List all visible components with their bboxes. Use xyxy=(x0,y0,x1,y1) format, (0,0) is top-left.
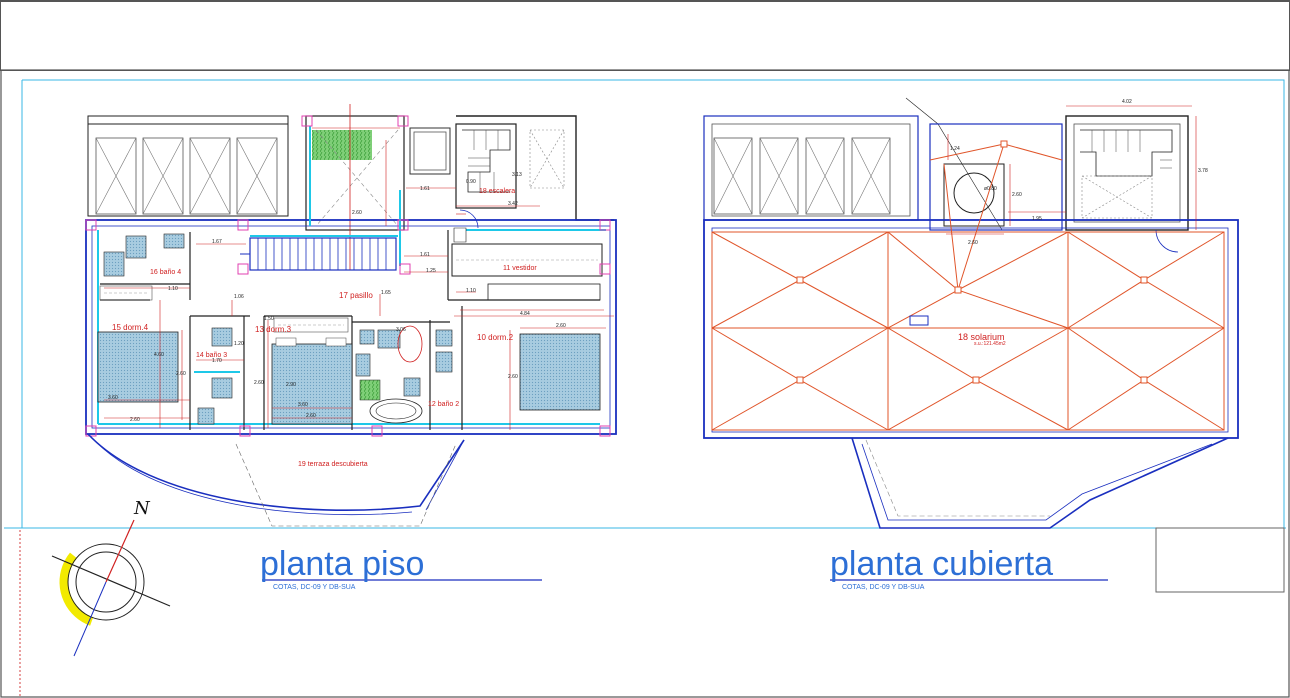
label-dorm3: 13 dorm.3 xyxy=(255,325,292,334)
svg-text:1.95: 1.95 xyxy=(1032,216,1042,222)
floor-plan xyxy=(85,104,617,527)
svg-text:0.90: 0.90 xyxy=(466,179,476,185)
svg-text:2.60: 2.60 xyxy=(176,371,186,377)
svg-text:1.70: 1.70 xyxy=(212,358,222,364)
roof-drains xyxy=(796,140,1148,384)
label-pasillo: 17 pasillo xyxy=(339,291,373,300)
svg-text:4.84: 4.84 xyxy=(520,311,530,317)
label-bano2: 12 baño 2 xyxy=(428,401,459,408)
bed-dorm3 xyxy=(271,343,353,425)
label-area: s.u.:121.45m2 xyxy=(974,341,1006,347)
bed-dorm4 xyxy=(97,331,179,403)
roof-solar-panels xyxy=(703,115,919,221)
roof-plan xyxy=(703,97,1239,529)
terrace xyxy=(87,433,465,527)
floor-dim-labels: 1.61 0.90 3.13 2.60 3.42 1.67 1.61 1.25 … xyxy=(108,172,566,423)
svg-text:1.24: 1.24 xyxy=(950,146,960,152)
label-vestidor: 11 vestidor xyxy=(503,265,537,272)
roof-dimension-lines xyxy=(946,105,1197,235)
svg-text:2.60: 2.60 xyxy=(508,374,518,380)
svg-text:1.61: 1.61 xyxy=(420,186,430,192)
svg-text:2.60: 2.60 xyxy=(352,210,362,216)
roof-labels: 18 solarium s.u.:121.45m2 4.02 1.24 2.60… xyxy=(950,99,1208,347)
svg-text:2.90: 2.90 xyxy=(286,382,296,388)
compass-north-label: N xyxy=(134,498,150,519)
floor-plan-subtitle: COTAS, DC-09 Y DB-SUA xyxy=(273,584,356,591)
svg-text:1.50: 1.50 xyxy=(264,316,274,322)
svg-text:3.60: 3.60 xyxy=(298,402,308,408)
compass-icon xyxy=(51,519,171,657)
svg-text:3.06: 3.06 xyxy=(396,327,406,333)
header-bar xyxy=(0,0,1290,71)
svg-text:1.67: 1.67 xyxy=(212,239,222,245)
svg-text:3.60: 3.60 xyxy=(108,395,118,401)
bathroom-fixtures xyxy=(103,233,453,425)
svg-text:1.20: 1.20 xyxy=(234,341,244,347)
floor-plan-title: planta piso xyxy=(260,545,425,583)
svg-text:2.60: 2.60 xyxy=(556,323,566,329)
roof-plan-subtitle: COTAS, DC-09 Y DB-SUA xyxy=(842,584,925,591)
label-bano4: 16 baño 4 xyxy=(150,269,181,276)
label-solarium: 18 solarium xyxy=(958,332,1005,342)
svg-text:ø0.80: ø0.80 xyxy=(984,186,997,192)
svg-text:1.65: 1.65 xyxy=(381,290,391,296)
roof-terrace xyxy=(851,437,1229,529)
svg-text:4.60: 4.60 xyxy=(154,352,164,358)
svg-text:2.60: 2.60 xyxy=(306,413,316,419)
dimension-lines xyxy=(104,140,614,430)
svg-text:2.60: 2.60 xyxy=(1012,192,1022,198)
patio-garden xyxy=(312,130,372,160)
bed-dorm2 xyxy=(519,333,601,411)
svg-text:1.61: 1.61 xyxy=(420,252,430,258)
floor-room-labels: 18 escalera 16 baño 4 11 vestidor 17 pas… xyxy=(112,188,537,468)
roof-slopes xyxy=(711,143,1225,431)
svg-text:1.06: 1.06 xyxy=(234,294,244,300)
label-terraza: 19 terraza descubierta xyxy=(298,461,368,468)
label-dorm2: 10 dorm.2 xyxy=(477,333,514,342)
svg-text:2.60: 2.60 xyxy=(968,240,978,246)
interior-stair xyxy=(240,237,397,271)
svg-text:3.13: 3.13 xyxy=(512,172,522,178)
svg-text:1.25: 1.25 xyxy=(426,268,436,274)
svg-text:3.42: 3.42 xyxy=(508,201,518,207)
svg-text:2.60: 2.60 xyxy=(254,380,264,386)
roof-plan-title: planta cubierta xyxy=(830,545,1054,583)
svg-text:2.60: 2.60 xyxy=(130,417,140,423)
floor-solar-panels xyxy=(87,115,289,217)
label-escalera: 18 escalera xyxy=(479,188,515,195)
svg-text:3.78: 3.78 xyxy=(1198,168,1208,174)
svg-text:1.10: 1.10 xyxy=(168,286,178,292)
label-bano3: 14 baño 3 xyxy=(196,352,227,359)
label-dorm4: 15 dorm.4 xyxy=(112,323,149,332)
svg-text:4.02: 4.02 xyxy=(1122,99,1132,105)
svg-text:1.10: 1.10 xyxy=(466,288,476,294)
sheet-frame xyxy=(0,69,1290,698)
